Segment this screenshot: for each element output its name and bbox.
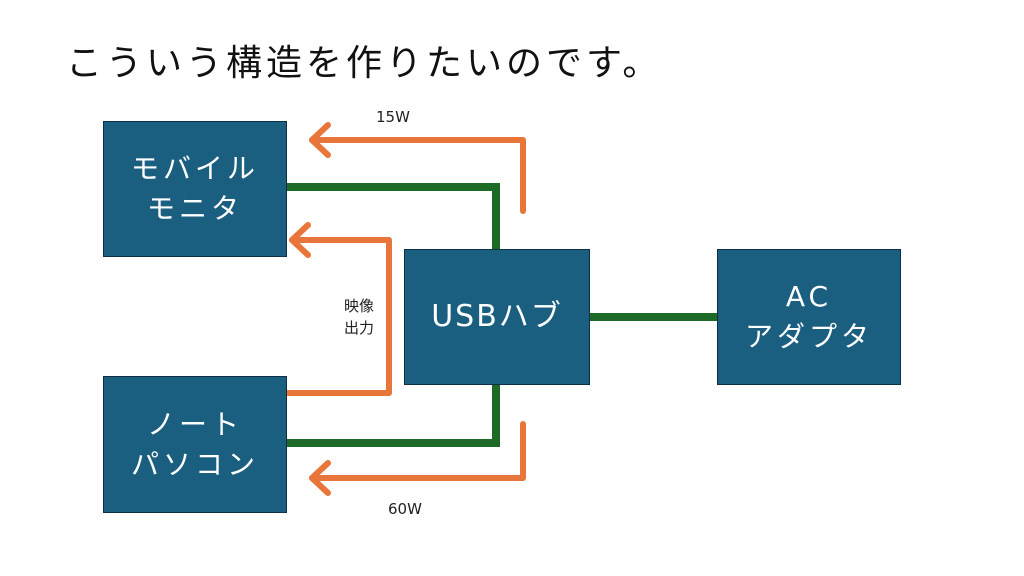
mobile-monitor-node: モバイル モニタ bbox=[103, 121, 287, 257]
arrowhead-video-output bbox=[289, 222, 311, 258]
node-label: アダプタ bbox=[744, 320, 873, 353]
data-line-hub-laptop bbox=[286, 383, 500, 447]
laptop-power-label: 60W bbox=[388, 500, 422, 518]
node-label: モバイル bbox=[130, 152, 259, 185]
video-output-label: 映像 出力 bbox=[344, 295, 374, 339]
power-arrow-monitor bbox=[309, 137, 526, 214]
laptop-node: ノート パソコン bbox=[103, 376, 287, 513]
monitor-power-label: 15W bbox=[376, 108, 410, 126]
node-label: ノート bbox=[146, 407, 243, 441]
data-line-monitor-hub bbox=[286, 183, 500, 250]
video-label-line: 映像 bbox=[344, 297, 375, 315]
node-label: パソコン bbox=[130, 447, 259, 481]
ac-adapter-node: AC アダプタ bbox=[717, 249, 901, 385]
video-output-arrow bbox=[285, 237, 392, 396]
power-arrow-laptop bbox=[309, 421, 526, 481]
usb-hub-node: USBハブ bbox=[404, 249, 590, 385]
node-label: USBハブ bbox=[431, 299, 563, 334]
video-label-line: 出力 bbox=[344, 319, 375, 337]
arrowhead-laptop-power bbox=[309, 460, 331, 496]
arrowhead-monitor-power bbox=[309, 122, 331, 158]
slide-title: こういう構造を作りたいのです。 bbox=[66, 43, 663, 84]
node-label: AC bbox=[785, 280, 833, 313]
node-label: モニタ bbox=[146, 192, 243, 225]
